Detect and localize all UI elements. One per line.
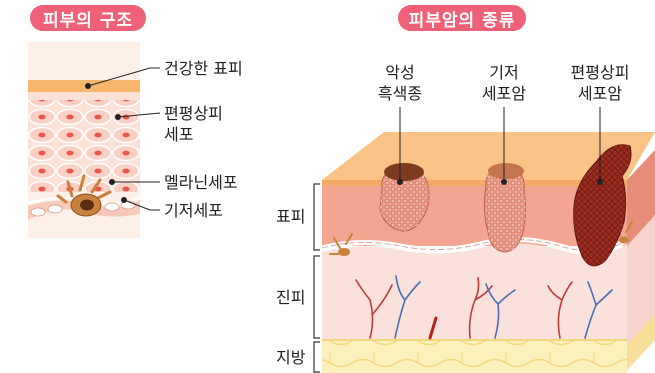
label-bcc-line2: 세포암 — [464, 83, 544, 104]
dermis-layer — [322, 243, 627, 340]
leader-dot — [501, 179, 507, 185]
label-dermis: 진피 — [276, 287, 305, 308]
label-melanoma: 악성 흑색종 — [360, 62, 440, 104]
leader-dot — [85, 83, 91, 89]
label-squamous-line1: 편평상피 — [164, 103, 223, 124]
label-melanoma-line1: 악성 — [360, 62, 440, 83]
layer-brackets — [314, 184, 320, 372]
label-melanocyte: 멜라닌세포 — [164, 172, 238, 193]
label-fat: 지방 — [276, 347, 305, 368]
label-bcc-line1: 기저 — [464, 62, 544, 83]
label-healthy-epidermis: 건강한 표피 — [164, 58, 243, 79]
label-epidermis: 표피 — [276, 206, 305, 227]
skin-structure-swatch — [28, 42, 140, 238]
label-melanoma-line2: 흑색종 — [360, 83, 440, 104]
leader-dot — [121, 197, 127, 203]
label-squamous-line2: 세포 — [164, 124, 223, 145]
stratum-corneum-layer — [28, 80, 140, 92]
leader-dot — [597, 179, 603, 185]
label-squamous-cell-carcinoma: 편평상피 세포암 — [556, 62, 644, 104]
label-squamous-cell: 편평상피 세포 — [164, 103, 223, 145]
label-basal-cell: 기저세포 — [164, 200, 223, 221]
leader-dot — [397, 179, 403, 185]
label-basal-cell-carcinoma: 기저 세포암 — [464, 62, 544, 104]
label-scc-line2: 세포암 — [556, 83, 644, 104]
leader-dot — [109, 179, 115, 185]
label-scc-line1: 편평상피 — [556, 62, 644, 83]
leader-dot — [115, 114, 121, 120]
basal-cell-carcinoma-tumor — [484, 163, 525, 252]
